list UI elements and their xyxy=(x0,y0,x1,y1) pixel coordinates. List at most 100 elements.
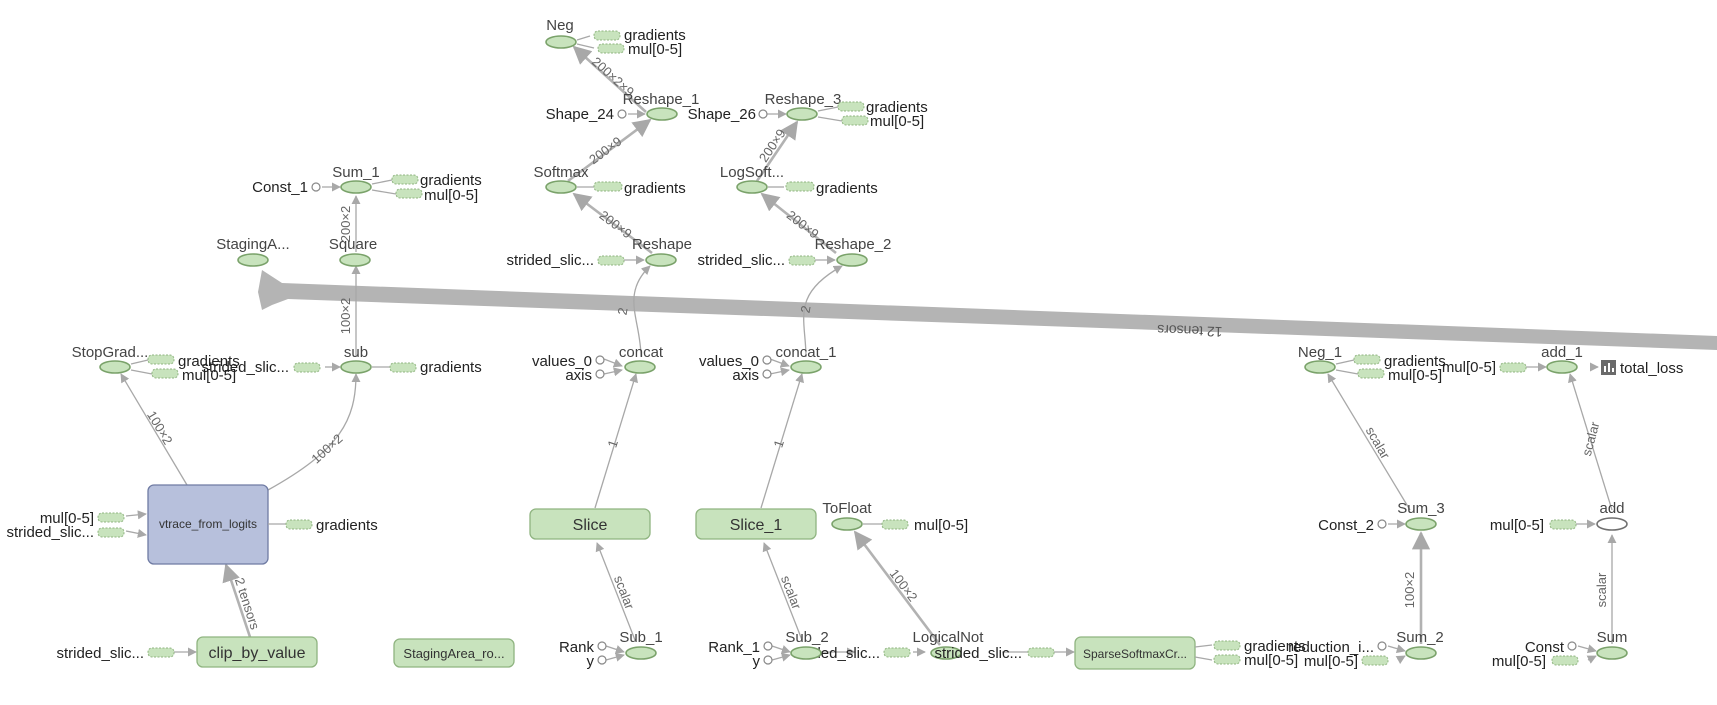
node-title: add xyxy=(1599,500,1624,517)
aux-label: gradients xyxy=(316,517,378,534)
node-title: Slice xyxy=(573,517,608,534)
edge-label: 100×2 xyxy=(308,431,345,467)
node-sub-2[interactable]: Sub_2 strided_slic... Rank_1 y xyxy=(708,629,911,670)
node-title: Rank_1 xyxy=(708,639,760,656)
node-concat[interactable]: concat values_0 axis xyxy=(532,344,664,384)
node-title: clip_by_value xyxy=(209,645,306,662)
node-sum-3[interactable]: Sum_3 xyxy=(1397,500,1445,531)
node-softmax[interactable]: Softmax gradients xyxy=(533,164,685,197)
node-title: Sum xyxy=(1597,629,1628,646)
node-reshape-2[interactable]: Reshape_2 strided_slic... xyxy=(697,236,891,269)
node-neg[interactable]: Neg gradients mul[0-5] xyxy=(545,17,686,58)
node-title: Slice_1 xyxy=(730,517,783,534)
edge-label: 200×9 xyxy=(597,207,635,241)
aux-label: strided_slic... xyxy=(934,645,1022,662)
node-stopgrad[interactable]: StopGrad... gradients mul[0-5] xyxy=(72,344,240,384)
aux-label: gradients xyxy=(420,359,482,376)
node-reshape-1[interactable]: Reshape_1 xyxy=(623,91,700,121)
aux-label: mul[0-5] xyxy=(1490,517,1544,534)
node-title: reduction_i... xyxy=(1288,639,1374,656)
node-title: axis xyxy=(565,367,592,384)
node-shape-26[interactable]: Shape_26 xyxy=(688,106,768,123)
node-tofloat[interactable]: ToFloat mul[0-5] xyxy=(822,500,968,534)
edge-label: 2 xyxy=(798,304,814,314)
node-sum-1[interactable]: Sum_1 gradients mul[0-5] xyxy=(332,164,481,204)
node-concat-1[interactable]: concat_1 values_0 axis xyxy=(699,344,836,384)
node-clip-by-value[interactable]: clip_by_value strided_slic... xyxy=(56,636,318,668)
node-logsoft[interactable]: LogSoft... gradients xyxy=(720,164,878,197)
aux-label: mul[0-5] xyxy=(628,41,682,58)
aux-label: strided_slic... xyxy=(201,359,289,376)
node-square[interactable]: Square xyxy=(329,236,377,267)
node-title: values_0 xyxy=(699,353,759,370)
node-title: Shape_26 xyxy=(688,106,756,123)
edge-label: 1 xyxy=(770,438,787,450)
node-title: Reshape xyxy=(632,236,692,253)
node-sub-1[interactable]: Sub_1 Rank y xyxy=(559,629,663,670)
node-vtrace-from-logits[interactable]: vtrace_from_logits mul[0-5] strided_slic… xyxy=(6,484,378,565)
node-slice-1[interactable]: Slice_1 xyxy=(695,508,817,540)
edge-label: 2 xyxy=(615,306,631,316)
node-const-2[interactable]: Const_2 xyxy=(1318,517,1387,534)
node-add[interactable]: add mul[0-5] xyxy=(1490,500,1628,534)
node-const-1[interactable]: Const_1 xyxy=(252,179,321,196)
aux-label: gradients xyxy=(816,180,878,197)
node-logicalnot[interactable]: LogicalNot strided_slic... xyxy=(913,629,1055,662)
node-staging-area-ro[interactable]: StagingArea_ro... xyxy=(393,638,515,668)
aux-label: gradients xyxy=(1244,638,1306,655)
edge-label: scalar xyxy=(1594,572,1609,607)
node-shape-24[interactable]: Shape_24 xyxy=(546,106,627,123)
node-title: Sub_2 xyxy=(785,629,828,646)
node-title: LogicalNot xyxy=(913,629,985,646)
edge-label: 200×2 xyxy=(338,206,353,243)
aux-label: gradients xyxy=(1384,353,1446,370)
node-title: Rank xyxy=(559,639,595,656)
node-title: add_1 xyxy=(1541,344,1583,361)
node-reshape-3[interactable]: Reshape_3 gradients mul[0-5] xyxy=(765,91,928,130)
node-neg-1[interactable]: Neg_1 gradients mul[0-5] xyxy=(1298,344,1446,384)
node-staging-a[interactable]: StagingA... xyxy=(216,236,290,267)
edge-label: 2 tensors xyxy=(232,576,263,632)
node-reshape[interactable]: Reshape strided_slic... xyxy=(506,236,692,269)
node-slice[interactable]: Slice xyxy=(529,508,651,540)
node-title: LogSoft... xyxy=(720,164,784,181)
aux-label: mul[0-5] xyxy=(1442,359,1496,376)
node-title: concat xyxy=(619,344,664,361)
node-title: y xyxy=(753,653,761,670)
node-title: Sum_2 xyxy=(1396,629,1444,646)
aux-label: gradients xyxy=(624,180,686,197)
node-title: Softmax xyxy=(533,164,589,181)
aux-label: gradients xyxy=(178,353,240,370)
node-title: concat_1 xyxy=(776,344,837,361)
node-add-1[interactable]: add_1 mul[0-5] xyxy=(1442,344,1583,376)
aux-label: gradients xyxy=(624,27,686,44)
node-sum[interactable]: Sum Const mul[0-5] xyxy=(1492,629,1628,670)
node-title: values_0 xyxy=(532,353,592,370)
edge-label: scalar xyxy=(778,574,805,612)
node-title: ToFloat xyxy=(822,500,872,517)
edge-label: scalar xyxy=(611,574,638,612)
edge-label: 100×2 xyxy=(338,298,353,335)
aux-label: mul[0-5] xyxy=(914,517,968,534)
node-sum-2[interactable]: Sum_2 reduction_i... mul[0-5] xyxy=(1288,629,1444,670)
node-total-loss[interactable]: total_loss xyxy=(1601,360,1683,377)
node-title: Neg xyxy=(546,17,574,34)
node-title: y xyxy=(587,653,595,670)
node-title: Square xyxy=(329,236,377,253)
node-title: StagingA... xyxy=(216,236,289,253)
node-title: vtrace_from_logits xyxy=(159,517,257,531)
aux-label: mul[0-5] xyxy=(1244,652,1298,669)
tensor-bundle-edge[interactable]: 12 tensors xyxy=(258,270,1717,350)
edge-label: 1 xyxy=(604,438,621,450)
node-sparse-softmax[interactable]: SparseSoftmaxCr... gradients mul[0-5] xyxy=(1074,636,1306,670)
node-title: Const_1 xyxy=(252,179,308,196)
aux-label: strided_slic... xyxy=(6,524,94,541)
aux-label: strided_slic... xyxy=(697,252,785,269)
aux-label: mul[0-5] xyxy=(182,367,236,384)
node-title: SparseSoftmaxCr... xyxy=(1083,647,1187,661)
node-sub[interactable]: sub strided_slic... gradients xyxy=(201,344,481,376)
aux-label: mul[0-5] xyxy=(1388,367,1442,384)
aux-label: mul[0-5] xyxy=(870,113,924,130)
aux-label: mul[0-5] xyxy=(1492,653,1546,670)
